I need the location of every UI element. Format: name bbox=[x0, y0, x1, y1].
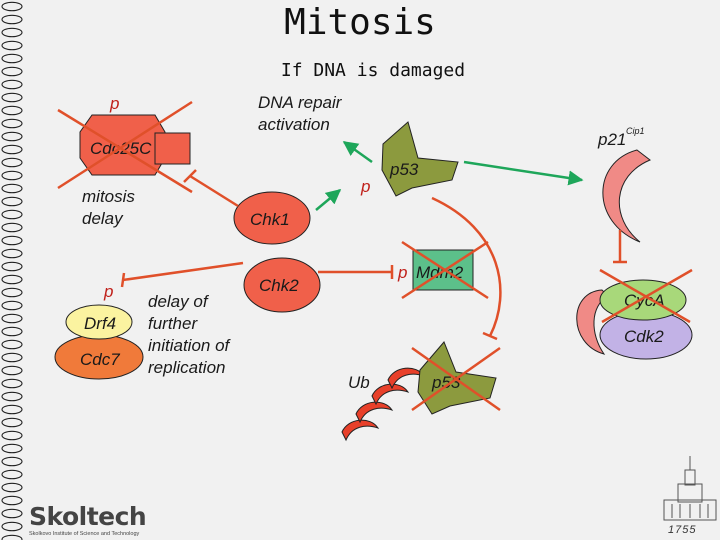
chk2-node bbox=[243, 257, 321, 313]
cdc25c-cross bbox=[57, 100, 193, 194]
chk1-inhibits-cdc25c bbox=[189, 174, 239, 208]
slide-title: Mitosis bbox=[284, 2, 436, 43]
university-crest-image bbox=[663, 456, 717, 521]
chk1-node bbox=[233, 191, 311, 245]
cdk2-label: Cdk2 bbox=[624, 327, 664, 346]
mdm2-phospho-label: p bbox=[397, 263, 407, 282]
chk1-label: Chk1 bbox=[250, 210, 290, 229]
replication-delay-line3: initiation of bbox=[148, 336, 232, 355]
ubiquitin-chain bbox=[341, 367, 426, 442]
p53-protein-top bbox=[381, 121, 459, 197]
p53-degradation-cross bbox=[411, 346, 501, 412]
drf4-node bbox=[65, 304, 133, 340]
cyca-label: CycA bbox=[624, 291, 665, 310]
p53-top-label: p53 bbox=[389, 160, 419, 179]
mitosis-delay-line1: mitosis bbox=[82, 187, 135, 206]
ub-label: Ub bbox=[348, 373, 370, 392]
activation-edges bbox=[315, 140, 584, 211]
replication-delay-line2: further bbox=[148, 314, 198, 333]
p21-label: p21 bbox=[597, 130, 626, 149]
mitosis-delay-line2: delay bbox=[82, 209, 124, 228]
skoltech-logo-wordmark: Skoltech bbox=[29, 502, 147, 531]
drf4-phospho-label: p bbox=[103, 282, 113, 301]
cdc25c-phospho-label: p bbox=[109, 94, 119, 113]
chk1-activates-p53 bbox=[315, 189, 342, 211]
dna-repair-line2: activation bbox=[258, 115, 330, 134]
mdm2-degrades-p53 bbox=[431, 196, 502, 337]
replication-delay-line4: replication bbox=[148, 358, 226, 377]
spiral-binding bbox=[0, 0, 24, 540]
p21-protein bbox=[602, 149, 651, 243]
slide-subtitle: If DNA is damaged bbox=[280, 60, 466, 81]
p53-activates-dna-repair bbox=[342, 140, 373, 164]
mdm2-cross bbox=[401, 240, 489, 300]
chk2-label: Chk2 bbox=[259, 276, 299, 295]
p21-superscript: Cip1 bbox=[626, 126, 645, 136]
inhibition-edges bbox=[120, 169, 627, 341]
replication-delay-line1: delay of bbox=[148, 292, 210, 311]
skoltech-logo: Skoltech Skolkovo Institute of Science a… bbox=[27, 500, 153, 540]
drf4-label: Drf4 bbox=[84, 314, 116, 333]
cdc7-label: Cdc7 bbox=[80, 350, 120, 369]
crest-year: 1755 bbox=[668, 524, 697, 536]
p53-activates-p21 bbox=[463, 160, 584, 186]
cyca-cross bbox=[599, 268, 693, 324]
skoltech-logo-tagline: Skolkovo Institute of Science and Techno… bbox=[29, 531, 140, 537]
p53-bottom-label: p53 bbox=[431, 373, 461, 392]
chk2-inhibits-drf4 bbox=[122, 261, 244, 282]
dna-repair-line1: DNA repair bbox=[258, 93, 343, 112]
p53-phospho-label: p bbox=[360, 177, 370, 196]
